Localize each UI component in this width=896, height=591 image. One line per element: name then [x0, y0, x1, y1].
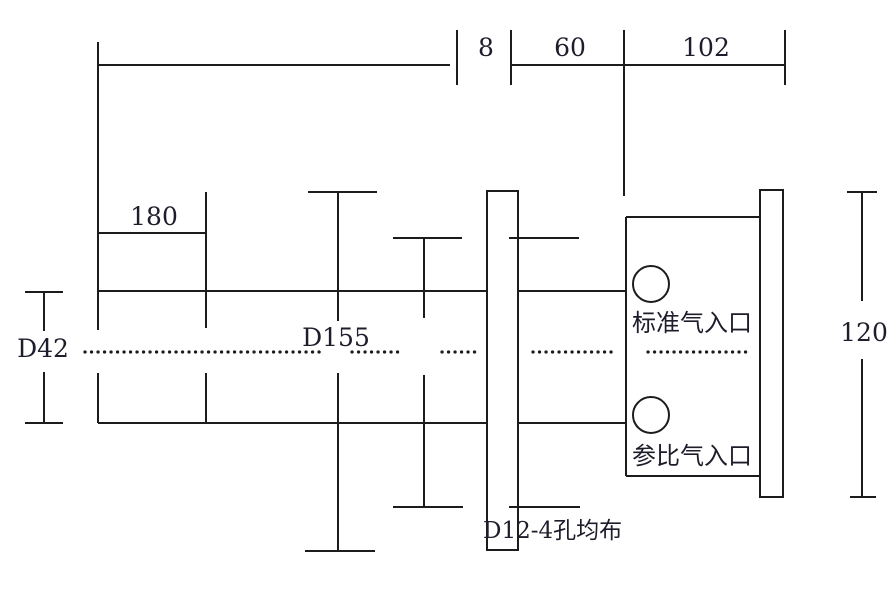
dim-d155-label: D155	[302, 323, 370, 352]
reference-gas-port-circle	[632, 396, 670, 434]
tube-body	[97, 42, 626, 424]
dim-120: 120	[840, 191, 888, 498]
hole-axis-b	[393, 237, 580, 508]
dim-60-label: 60	[554, 33, 586, 62]
junction-box: 标准气入口 参比气入口	[625, 216, 760, 477]
dim-180-label: 180	[130, 202, 178, 231]
main-flange: D12-4孔均布	[483, 190, 622, 551]
top-dimension-chain: 8 60 102	[98, 30, 786, 196]
hole-axis-a	[305, 191, 377, 552]
dim-120-label: 120	[840, 318, 888, 347]
bolt-holes-label: D12-4孔均布	[483, 518, 622, 544]
dim-8-label: 8	[478, 33, 494, 62]
centerline: D155	[83, 323, 752, 354]
dim-180: 180	[98, 192, 207, 423]
dim-d42-label: D42	[17, 334, 69, 363]
standard-gas-port-circle	[632, 265, 670, 303]
dim-102-label: 102	[682, 33, 730, 62]
standard-gas-inlet-label: 标准气入口	[632, 309, 752, 337]
right-flange-plate	[759, 189, 784, 498]
reference-gas-inlet-label: 参比气入口	[632, 442, 752, 470]
main-flange-plate	[486, 190, 519, 551]
dim-d42: D42	[17, 291, 69, 424]
